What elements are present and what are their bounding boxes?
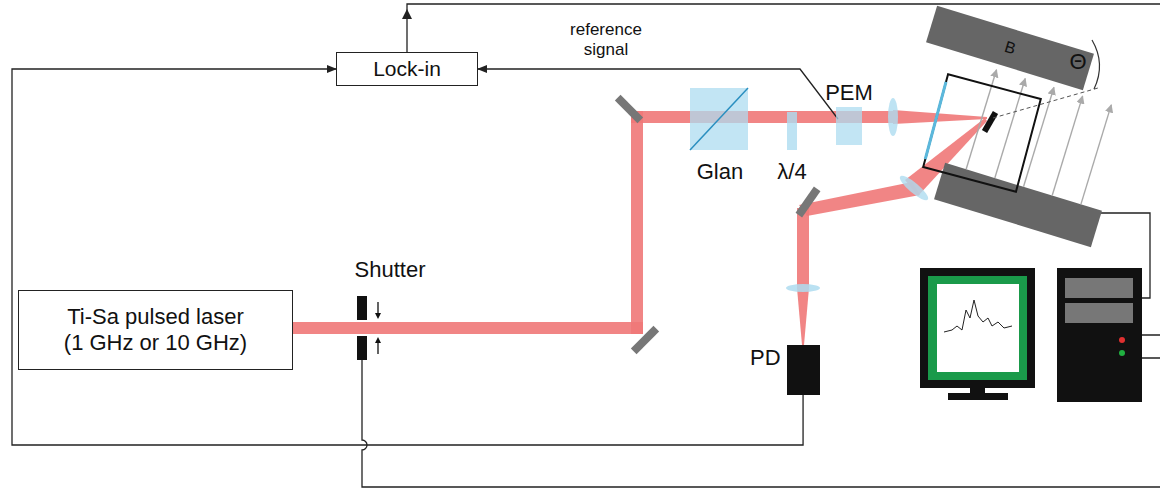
- field-line: [1081, 105, 1111, 204]
- node-label: B: [1002, 38, 1017, 58]
- signal-wire: [12, 69, 803, 445]
- field-line: [1052, 96, 1082, 195]
- computer-wires: [1142, 335, 1160, 358]
- lens: [888, 98, 898, 136]
- signal-wire: [478, 69, 838, 119]
- computer: [1057, 268, 1142, 402]
- part-label: Glan: [697, 159, 743, 185]
- part-label: λ/4: [777, 159, 806, 185]
- shutter: [357, 296, 381, 360]
- shutter-wire: [362, 360, 1160, 487]
- node-label: PD: [750, 345, 781, 371]
- arrowhead: [402, 9, 412, 19]
- magnet-pole: [934, 163, 1102, 247]
- edge-label: reference signal: [560, 20, 652, 60]
- magnet-pole: B: [926, 6, 1094, 90]
- pem-modulator: PEM: [814, 80, 884, 145]
- photodiode-body: [787, 345, 820, 395]
- glan-prism: [690, 88, 748, 150]
- monitor: [920, 268, 1035, 400]
- photodiode: PD: [750, 345, 820, 395]
- node-label: Lock-in: [347, 57, 467, 81]
- angle-arc: [1092, 40, 1100, 89]
- part-label: Shutter: [355, 257, 426, 283]
- lens: [786, 284, 820, 292]
- quarter-wave-plate: [787, 112, 797, 150]
- sample-normal: [993, 88, 1098, 118]
- lockin-box: Lock-in: [336, 52, 478, 86]
- node-label: Ti-Sa pulsed laser (1 GHz or 10 GHz): [57, 304, 255, 357]
- node-label: PEM: [814, 80, 884, 106]
- wires: [362, 4, 1160, 487]
- sample-cryostat: [923, 74, 1041, 192]
- lens: [897, 173, 931, 204]
- pem-modulator-body: [836, 107, 862, 145]
- sample: [982, 111, 998, 133]
- laser-box: Ti-Sa pulsed laser (1 GHz or 10 GHz): [18, 290, 293, 370]
- part-label: Θ: [1069, 49, 1086, 75]
- laser-beam: [293, 110, 987, 345]
